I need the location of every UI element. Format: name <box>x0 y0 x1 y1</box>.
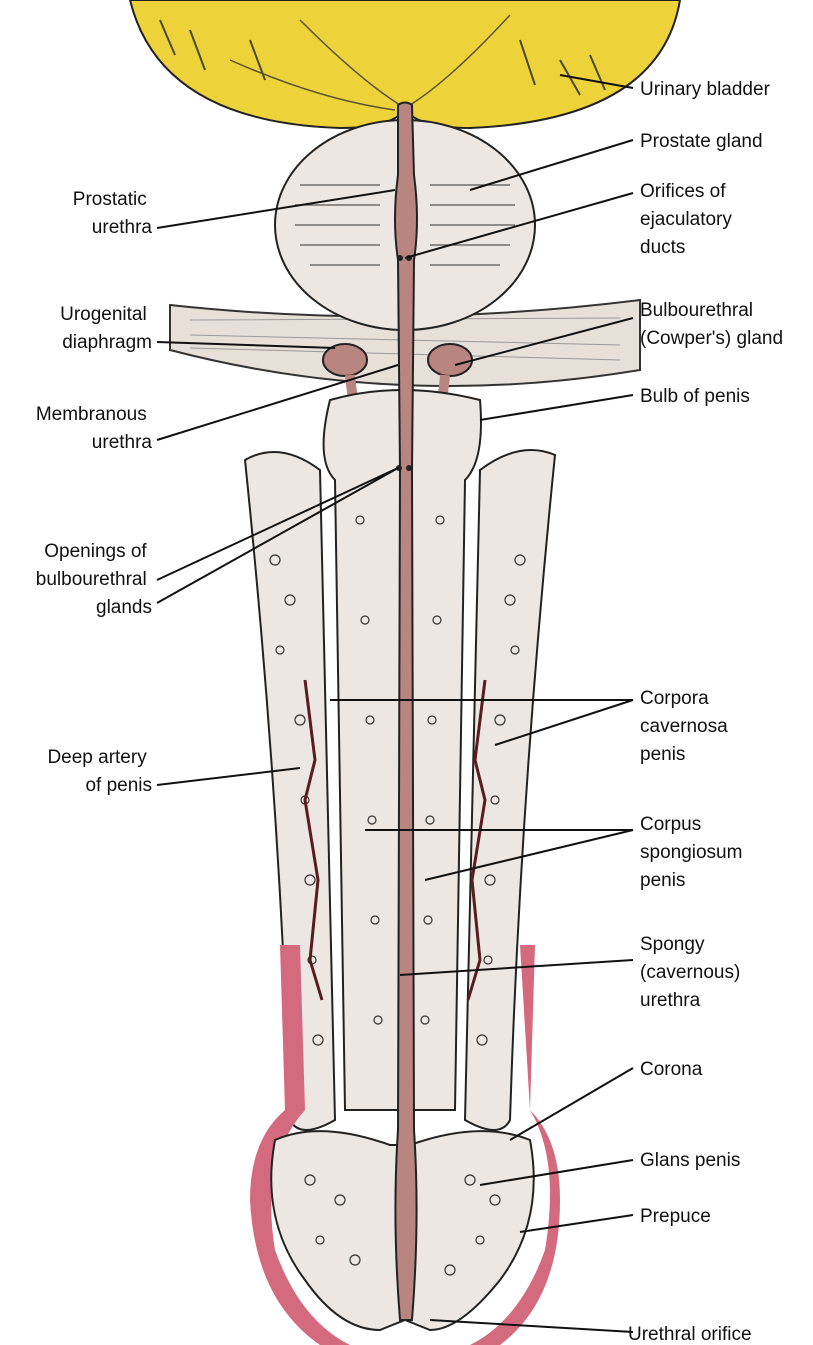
label-bulb-of-penis: Bulb of penis <box>640 386 750 407</box>
label-glans-penis: Glans penis <box>640 1150 740 1171</box>
label-corpus-spongiosum-penis: Corpus spongiosum penis <box>640 814 748 891</box>
label-prostate-gland: Prostate gland <box>640 131 763 152</box>
label-corona: Corona <box>640 1059 703 1080</box>
label-urethral-orifice: Urethral orifice <box>628 1324 752 1345</box>
label-bulbourethral-gland: Bulbourethral (Cowper's) gland <box>640 300 783 349</box>
urethra-shape <box>395 103 417 1321</box>
label-deep-artery-of-penis: Deep artery of penis <box>47 747 152 796</box>
label-spongy-urethra: Spongy (cavernous) urethra <box>640 934 746 1011</box>
label-openings-bulbourethral-glands: Openings of bulbourethral glands <box>36 541 152 618</box>
label-urogenital-diaphragm: Urogenital diaphragm <box>60 304 152 353</box>
label-prepuce: Prepuce <box>640 1206 711 1227</box>
label-membranous-urethra: Membranous urethra <box>36 404 153 453</box>
label-corpora-cavernosa-penis: Corpora cavernosa penis <box>640 688 733 765</box>
label-prostatic-urethra: Prostatic urethra <box>73 189 153 238</box>
label-orifices-ejaculatory-ducts: Orifices of ejaculatory ducts <box>640 181 737 258</box>
label-urinary-bladder: Urinary bladder <box>640 79 771 100</box>
